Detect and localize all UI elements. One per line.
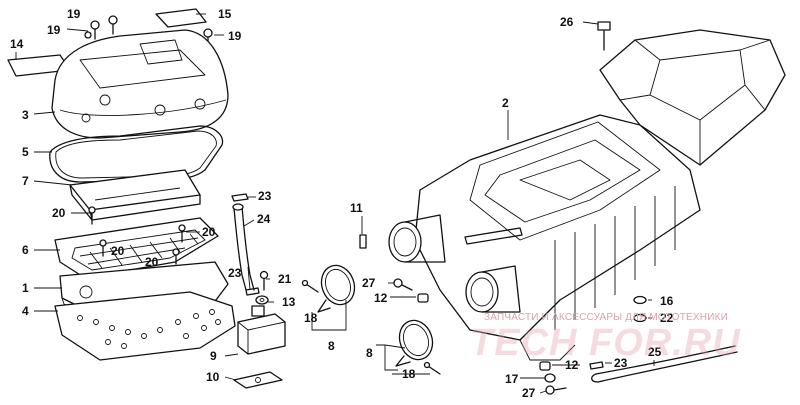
part-15-plate [155,8,207,28]
part-12-collars [417,293,551,371]
part-9-reservoir [237,305,286,355]
callout-1: 1 [22,281,29,295]
callout-19-a: 19 [67,7,81,21]
callout-4: 4 [22,304,29,318]
callout-23-a: 23 [258,189,272,203]
callout-20-d: 20 [145,255,159,269]
part-21-screw [259,270,269,291]
callout-15: 15 [218,7,232,21]
part-6-filter-element [54,217,219,279]
callout-25: 25 [648,345,662,359]
callout-23-c: 23 [614,356,628,370]
part-4-plate [54,291,236,361]
part-20-screws [88,206,186,265]
callout-23-b: 23 [228,266,242,280]
part-18-screws [301,279,441,375]
part-5-gasket [49,125,224,183]
part-17-grommet [544,373,556,383]
callout-8-b: 8 [366,346,373,360]
part-11-clip [359,234,367,249]
callout-20-b: 20 [202,225,216,239]
part-3-cover [51,29,229,139]
case-intake-tubes [388,214,521,313]
callout-11: 11 [350,201,363,215]
callout-5: 5 [22,145,29,159]
callout-20-c: 20 [111,244,125,258]
callout-2: 2 [502,96,509,110]
callout-21: 21 [278,272,292,286]
part-13-washer [255,295,269,305]
callout-17: 17 [505,372,519,386]
leader-lines [15,13,655,394]
part-24-tube [232,203,255,291]
callout-26: 26 [560,15,574,29]
callout-18-b: 18 [402,367,416,381]
callout-12-a: 12 [374,291,388,305]
callout-7: 7 [22,174,29,188]
watermark-logo: TECH FOR.RU [470,322,741,364]
callout-9: 9 [210,349,217,363]
part-8-clamps [317,264,434,367]
part-19-screws [84,15,213,48]
callout-13: 13 [282,295,296,309]
part-16-22-washers [633,295,647,323]
callout-8-a: 8 [328,339,335,353]
callout-6: 6 [22,243,29,257]
part-7-filter-frame [69,169,201,221]
callout-19-c: 19 [228,29,242,43]
part-2-intake [599,29,786,166]
part-25-hose [591,345,738,383]
callout-24: 24 [257,212,271,226]
callout-10: 10 [206,370,220,384]
callout-20-a: 20 [52,206,66,220]
part-27-screws [393,278,567,395]
part-23-clips [231,193,604,370]
callout-27-a: 27 [362,276,376,290]
part-26-bolt [597,21,611,51]
callout-27-b: 27 [522,386,536,400]
callout-12-b: 12 [565,358,579,372]
callout-3: 3 [22,108,29,122]
callout-22: 22 [660,311,674,325]
callout-16: 16 [660,294,674,308]
callout-19-b: 19 [47,23,61,37]
part-10-bracket [233,371,283,389]
callout-18-a: 18 [304,311,318,325]
watermark-caption: ЗАПЧАСТИ И АКСЕССУАРЫ ДЛЯ МОТОТЕХНИКИ [484,312,729,323]
callout-14: 14 [10,37,24,51]
